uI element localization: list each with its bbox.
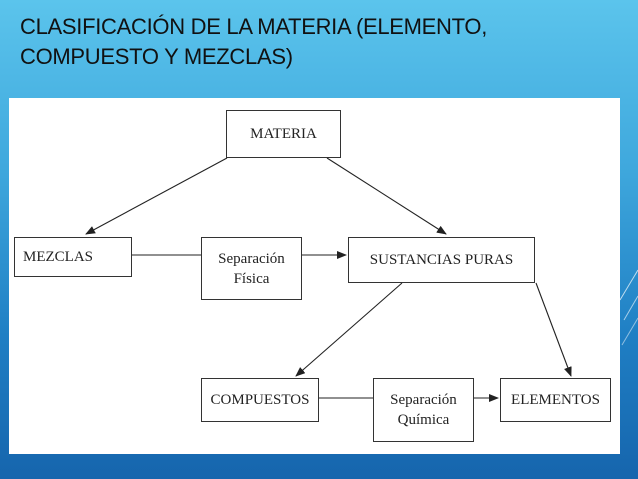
arrow-materia-to-mezclas [85, 157, 228, 235]
slide-title-line-2: COMPUESTO Y MEZCLAS) [20, 44, 293, 69]
node-separacion-fisica-line-1: Separación [218, 250, 285, 267]
node-separacion-fisica: Separación Física [201, 237, 302, 300]
node-separacion-quimica-line-2: Química [397, 412, 450, 428]
node-sustancias-puras-label: SUSTANCIAS PURAS [369, 252, 514, 268]
diagram-panel: MATERIA MEZCLAS Separación Física SUSTAN… [9, 98, 620, 454]
node-compuestos-label: COMPUESTOS [210, 392, 310, 408]
node-sustancias-puras: SUSTANCIAS PURAS [348, 237, 535, 283]
arrow-sustancias-to-compuestos [295, 282, 403, 377]
node-materia-label: MATERIA [250, 126, 317, 142]
arrow-materia-to-sustancias [326, 157, 447, 235]
node-separacion-quimica-line-1: Separación [390, 392, 457, 408]
slide-title-line-1: CLASIFICACIÓN DE LA MATERIA (ELEMENTO, [20, 14, 488, 39]
node-elementos-label: ELEMENTOS [511, 392, 600, 408]
arrow-sustancias-to-elementos [535, 282, 572, 377]
node-materia: MATERIA [226, 110, 341, 158]
node-mezclas: MEZCLAS [14, 237, 132, 277]
node-separacion-quimica: Separación Química [373, 378, 474, 442]
node-mezclas-label: MEZCLAS [23, 249, 94, 265]
node-elementos: ELEMENTOS [500, 378, 611, 422]
node-compuestos: COMPUESTOS [201, 378, 319, 422]
node-separacion-fisica-line-2: Física [233, 270, 270, 287]
slide-title: CLASIFICACIÓN DE LA MATERIA (ELEMENTO, C… [20, 12, 620, 72]
diagram-arrows [85, 157, 572, 402]
